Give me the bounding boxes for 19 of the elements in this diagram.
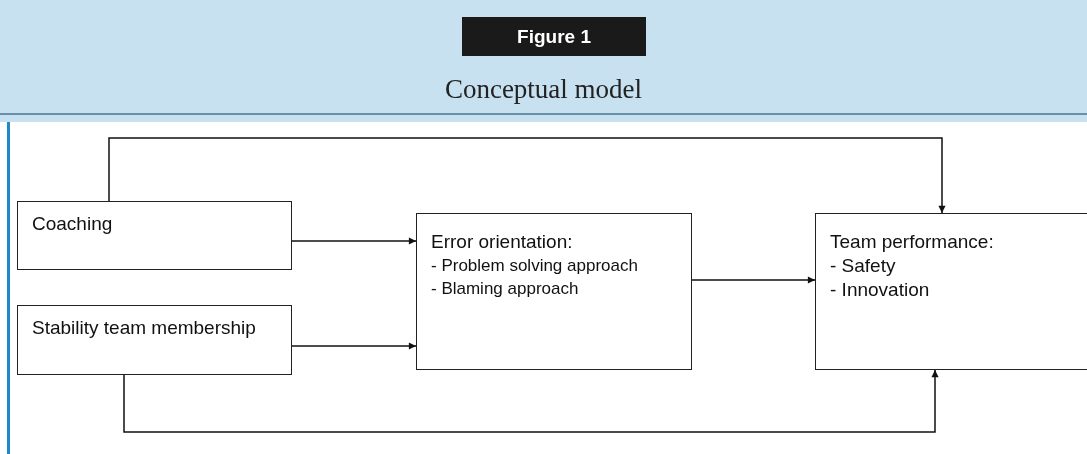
concept-box bbox=[416, 213, 692, 370]
list-item: - Problem solving approach bbox=[431, 255, 639, 277]
list-item: - Innovation bbox=[830, 278, 931, 302]
arrow bbox=[291, 342, 417, 350]
box-heading: Error orientation: bbox=[431, 230, 574, 254]
arrow bbox=[108, 137, 946, 214]
list-item: - Blaming approach bbox=[431, 278, 580, 300]
arrow bbox=[291, 237, 417, 245]
box-heading: Coaching bbox=[32, 212, 114, 236]
arrow bbox=[123, 369, 939, 433]
figure-label: Figure 1 bbox=[462, 17, 646, 56]
box-heading: Stability team membership bbox=[32, 316, 257, 340]
box-heading: Team performance: bbox=[830, 230, 995, 254]
list-item: - Safety bbox=[830, 254, 897, 278]
arrow bbox=[691, 276, 816, 284]
concept-box bbox=[815, 213, 1087, 370]
concept-box bbox=[17, 201, 292, 270]
concept-box bbox=[17, 305, 292, 375]
figure-title: Conceptual model bbox=[443, 74, 644, 105]
